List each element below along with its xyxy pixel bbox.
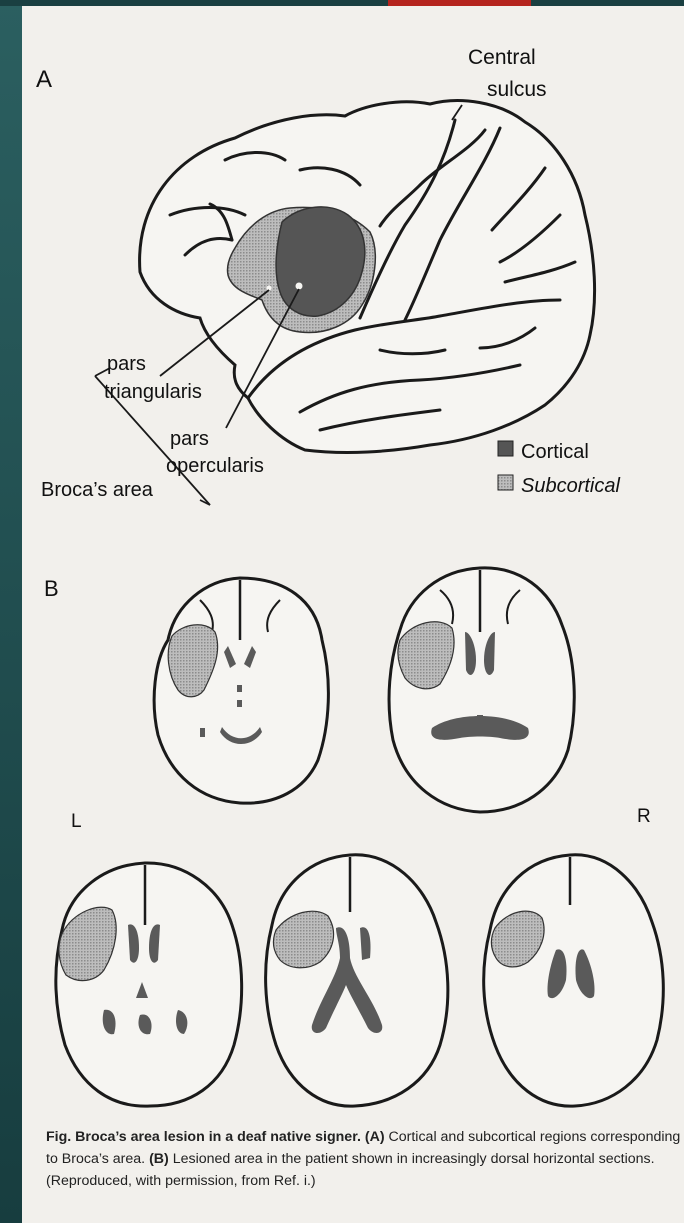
central-sulcus-label-2: sulcus: [487, 78, 547, 101]
brain-section-3: [56, 863, 242, 1106]
section-3-outline: [56, 863, 242, 1106]
figure-caption: Fig. Broca’s area lesion in a deaf nativ…: [46, 1126, 682, 1192]
pars-opercularis-label-2: opercularis: [166, 455, 264, 477]
caption-b-label: (B): [149, 1151, 169, 1167]
legend-cortical-swatch: [498, 441, 513, 456]
brain-section-1: [154, 578, 328, 803]
brain-section-2: [389, 568, 574, 812]
legend-cortical-label: Cortical: [521, 441, 589, 463]
pars-triangularis-label-1: pars: [107, 353, 146, 375]
pars-opercularis-label-1: pars: [170, 428, 209, 450]
legend-subcortical-swatch: [498, 475, 513, 490]
legend: Cortical Subcortical: [498, 441, 620, 497]
right-hemisphere-label: R: [637, 806, 651, 827]
section-5-outline: [484, 855, 664, 1106]
legend-subcortical-label: Subcortical: [521, 475, 620, 497]
central-sulcus-label-1: Central: [468, 46, 536, 69]
brain-section-5: [484, 855, 664, 1106]
caption-a-label: (A): [365, 1129, 385, 1145]
caption-fig-label: Fig.: [46, 1129, 71, 1145]
panel-a: A: [36, 46, 620, 505]
left-hemisphere-label: L: [71, 811, 82, 832]
panel-b: B L R: [44, 568, 663, 1106]
opercularis-marker: [296, 283, 303, 290]
panel-b-letter: B: [44, 576, 59, 601]
caption-title: Broca’s area lesion in a deaf native sig…: [75, 1129, 361, 1145]
pars-triangularis-label-2: triangularis: [104, 381, 202, 403]
section-2-outline: [389, 568, 574, 812]
brocas-area-label: Broca’s area: [41, 479, 154, 501]
panel-a-letter: A: [36, 66, 52, 93]
brain-section-4: [266, 855, 448, 1106]
triangularis-marker: [267, 286, 272, 291]
